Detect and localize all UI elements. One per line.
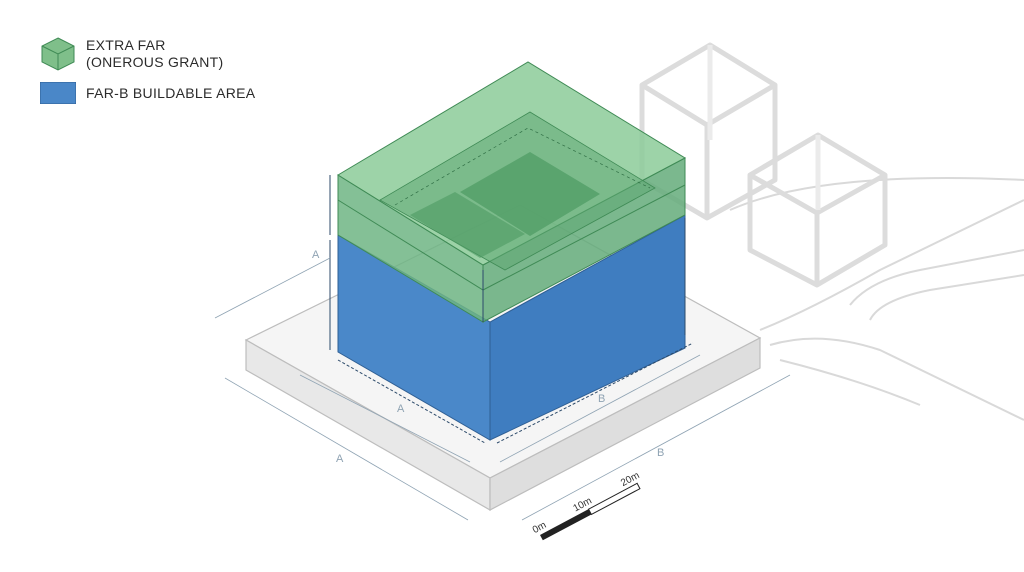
legend: EXTRA FAR (ONEROUS GRANT) FAR-B BUILDABL… bbox=[40, 36, 255, 114]
dim-label-inner-a: A bbox=[397, 403, 405, 415]
blue-square-icon bbox=[40, 82, 76, 104]
legend-label-extra-far-line2: (ONEROUS GRANT) bbox=[86, 54, 224, 70]
outer-dimension-lines bbox=[214, 257, 791, 521]
street-outlines bbox=[729, 177, 1024, 421]
dim-label-inner-b: B bbox=[598, 393, 605, 405]
dim-label-outer-a: A bbox=[336, 453, 344, 465]
cube-icon bbox=[40, 36, 76, 72]
legend-label-extra-far: EXTRA FAR (ONEROUS GRANT) bbox=[86, 37, 224, 71]
legend-label-far-b: FAR-B BUILDABLE AREA bbox=[86, 84, 256, 101]
wireframe-box-front bbox=[747, 132, 888, 288]
legend-item-extra-far: EXTRA FAR (ONEROUS GRANT) bbox=[40, 36, 255, 72]
extra-far-volume bbox=[337, 61, 687, 323]
dim-label-outer-b: B bbox=[657, 447, 664, 459]
scale-segment-dark bbox=[540, 509, 592, 541]
scale-segment-light bbox=[587, 482, 641, 516]
dim-label-height-a: A bbox=[312, 249, 320, 261]
legend-item-far-b: FAR-B BUILDABLE AREA bbox=[40, 82, 255, 104]
legend-label-extra-far-line1: EXTRA FAR bbox=[86, 37, 166, 53]
scale-bar: 0m 10m 20m bbox=[531, 470, 641, 541]
